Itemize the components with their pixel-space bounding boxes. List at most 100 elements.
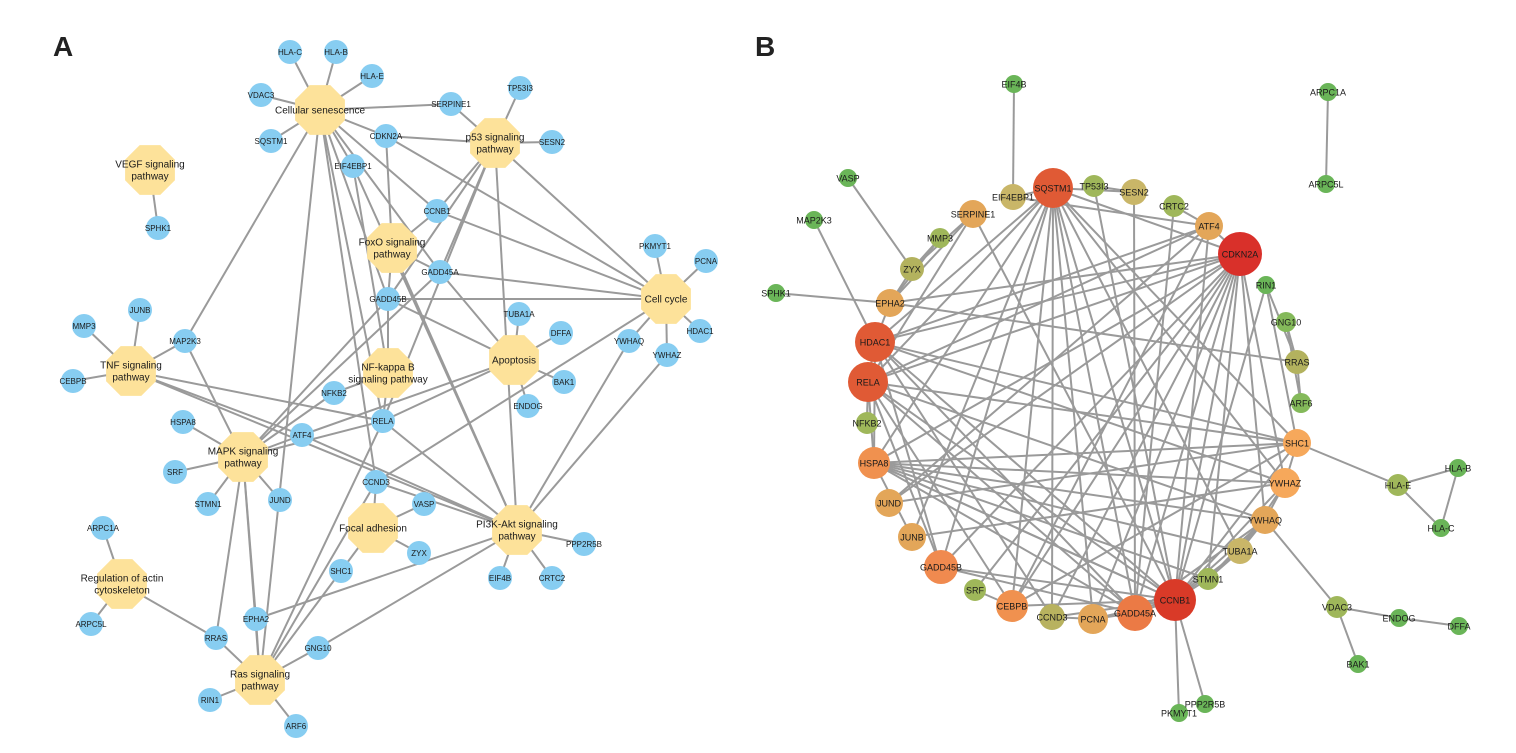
gene-label: GADD45B: [369, 295, 406, 304]
ppi-node-circle: [1039, 604, 1065, 630]
gene-node-circle: [507, 302, 531, 326]
pathway-octagon: [641, 274, 691, 324]
ppi-node-circle: [900, 257, 924, 281]
ppi-node-label: EIF4EBP1: [992, 192, 1034, 202]
ppi-node-eif4ebp1: EIF4EBP1: [992, 184, 1034, 210]
edge-b-hdac1-atf4: [874, 225, 1210, 343]
gene-node-circle: [552, 370, 576, 394]
pathway-label: pathway: [498, 532, 535, 543]
edge-b-endog-dffa: [1398, 617, 1460, 627]
gene-node-tuba1a: TUBA1A: [503, 302, 535, 326]
ppi-node-circle: [898, 523, 926, 551]
gene-node-eif4ebp1: EIF4EBP1: [334, 154, 372, 178]
gene-node-circle: [374, 124, 398, 148]
ppi-node-circle: [959, 200, 987, 228]
gene-label: ZYX: [411, 549, 427, 558]
edge-a-apop-atf4: [301, 359, 515, 436]
gene-node-circle: [371, 409, 395, 433]
ppi-node-circle: [1450, 617, 1468, 635]
ppi-node-label: EPHA2: [875, 298, 905, 308]
edge-b-shc1-hla-e: [1296, 442, 1399, 486]
edge-a-pi3k-epha2: [255, 529, 518, 620]
ppi-node-label: TP53I3: [1079, 181, 1108, 191]
ppi-node-label: ARF6: [1289, 398, 1312, 408]
edge-b-hdac1-gadd45a: [874, 341, 1136, 614]
gene-node-bak1: BAK1: [552, 370, 576, 394]
edge-b-cdkn2a-hdac1: [874, 253, 1241, 343]
pathway-octagon: [363, 348, 413, 398]
edge-a-ras-rela: [259, 420, 384, 681]
ppi-node-circle: [1218, 232, 1262, 276]
gene-node-circle: [322, 381, 346, 405]
edge-b-hspa8-shc1: [873, 442, 1298, 464]
gene-node-endog: ENDOG: [513, 394, 543, 418]
gene-node-serpine1: SERPINE1: [431, 92, 471, 116]
gene-node-circle: [244, 607, 268, 631]
edge-b-sqstm1-shc1: [1052, 187, 1298, 444]
ppi-node-tp53i3: TP53I3: [1079, 175, 1109, 197]
gene-node-hla-b: HLA-B: [324, 40, 348, 64]
gene-node-circle: [61, 369, 85, 393]
ppi-node-label: ZYX: [903, 264, 921, 274]
gene-node-circle: [688, 319, 712, 343]
pathway-label: VEGF signaling: [115, 160, 184, 171]
edge-b-sqstm1-ywhaz: [1052, 187, 1286, 484]
ppi-node-circle: [1432, 519, 1450, 537]
gene-node-circle: [196, 492, 220, 516]
ppi-node-map2k3: MAP2K3: [796, 211, 832, 229]
ppi-node-circle: [1285, 350, 1309, 374]
edge-b-epha2-rras: [889, 302, 1298, 363]
ppi-node-label: PPP2R5B: [1185, 699, 1226, 709]
pathway-label: MAPK signaling: [208, 447, 279, 458]
gene-node-dffa: DFFA: [549, 321, 573, 345]
edge-a-cs-map2k3: [184, 109, 321, 342]
gene-node-sesn2: SESN2: [539, 130, 566, 154]
ppi-node-circle: [1170, 704, 1188, 722]
edge-a-tnf-pi3k: [130, 370, 518, 531]
edge-b-sqstm1-junb: [911, 187, 1054, 538]
ppi-node-ccnb1: CCNB1: [1154, 579, 1196, 621]
ppi-node-circle: [1005, 75, 1023, 93]
gene-label: BAK1: [554, 378, 575, 387]
gene-node-circle: [278, 40, 302, 64]
edge-b-gadd45a-crtc2: [1134, 205, 1175, 614]
ppi-node-hdac1: HDAC1: [855, 322, 895, 362]
gene-node-circle: [488, 566, 512, 590]
gene-node-stmn1: STMN1: [194, 492, 222, 516]
ppi-node-endog: ENDOG: [1382, 609, 1416, 627]
ppi-node-sesn2: SESN2: [1119, 179, 1149, 205]
ppi-node-label: GADD45A: [1114, 608, 1156, 618]
ppi-node-circle: [1257, 276, 1275, 294]
gene-node-ppp2r5b: PPP2R5B: [566, 532, 602, 556]
gene-node-hla-c: HLA-C: [278, 40, 302, 64]
ppi-node-label: RIN1: [1256, 280, 1277, 290]
gene-node-gadd45a: GADD45A: [421, 260, 459, 284]
ppi-node-arpc5l: ARPC5L: [1308, 175, 1344, 193]
ppi-node-srf: SRF: [964, 579, 986, 601]
ppi-node-hspa8: HSPA8: [858, 447, 890, 479]
ppi-node-atf4: ATF4: [1195, 212, 1223, 240]
gene-label: GADD45A: [421, 268, 459, 277]
ppi-node-circle: [1033, 168, 1073, 208]
ppi-node-nfkb2: NFKB2: [852, 412, 882, 434]
ppi-node-circle: [1349, 655, 1367, 673]
ppi-node-circle: [805, 211, 823, 229]
ppi-node-cdkn2a: CDKN2A: [1218, 232, 1262, 276]
edge-b-cebpb-atf4: [1011, 225, 1210, 607]
edge-a-pi3k-ywhaq: [516, 340, 630, 531]
pathway-octagon: [97, 559, 147, 609]
gene-node-gng10: GNG10: [304, 636, 332, 660]
ppi-node-circle: [1154, 579, 1196, 621]
gene-node-circle: [329, 559, 353, 583]
gene-node-circle: [268, 488, 292, 512]
edge-a-cc-ccnd3: [375, 298, 667, 483]
edge-a-cs-gadd45a: [319, 109, 441, 273]
gene-label: RELA: [373, 417, 395, 426]
gene-node-circle: [694, 249, 718, 273]
